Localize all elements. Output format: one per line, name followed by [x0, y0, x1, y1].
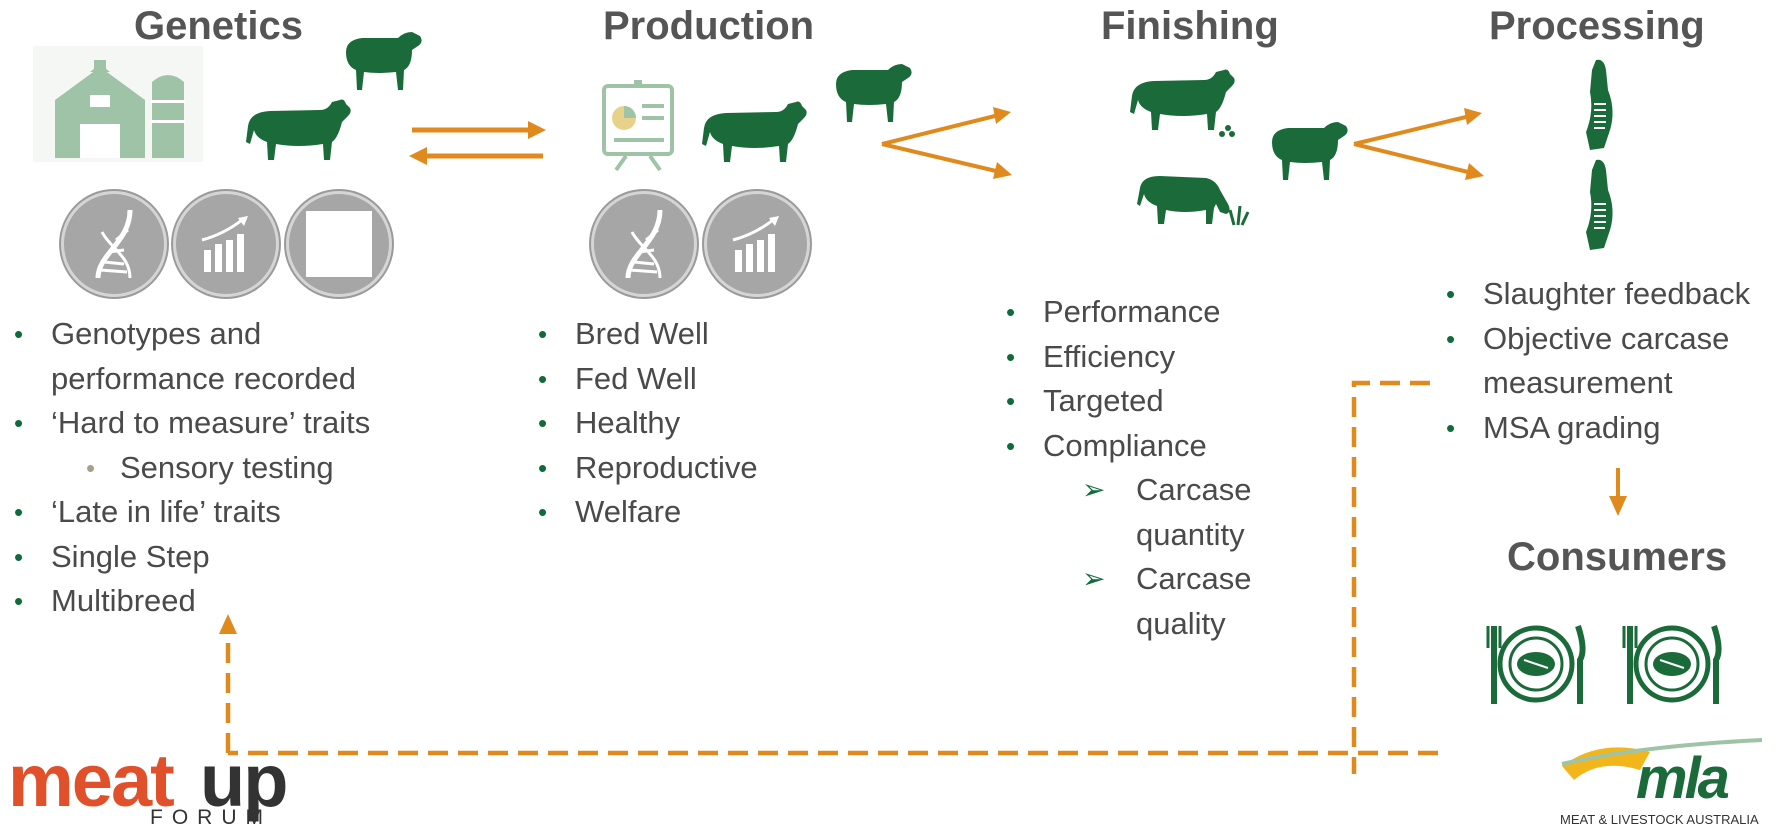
grass-icon	[1228, 205, 1250, 226]
carcase-icon	[1586, 159, 1613, 250]
sheep-icon	[836, 64, 912, 122]
blank-square-icon	[286, 191, 392, 297]
sub-list-item-continuation: quality	[1136, 605, 1226, 641]
cow-icon	[246, 99, 351, 160]
mla-logo-mark	[1561, 738, 1763, 780]
sub-list-item: Sensory testing	[14, 446, 370, 491]
production-list: Bred Well Fed Well Healthy Reproductive …	[538, 312, 758, 535]
list-item: MSA grading	[1446, 406, 1750, 451]
sub-list-item-continuation: quantity	[1136, 516, 1245, 552]
growth-chart-icon	[704, 191, 810, 297]
list-item-continuation: measurement	[1483, 365, 1673, 400]
list-item: Multibreed	[14, 579, 370, 624]
plate-steak-icon	[1622, 625, 1722, 704]
plate-steak-icon	[1486, 625, 1586, 704]
list-item: Healthy	[538, 401, 758, 446]
feedback-arrowhead	[219, 614, 237, 634]
cow-icon	[1130, 69, 1235, 130]
genetics-list: Genotypes and performance recorded ‘Hard…	[14, 312, 370, 624]
meatup-logo-meat: meat	[8, 739, 175, 822]
arrow-bullet-icon: ➢	[1082, 563, 1106, 594]
barn-icon	[33, 46, 203, 162]
list-item: Genotypes and	[14, 312, 370, 357]
list-item: Welfare	[538, 490, 758, 535]
mla-logo-word: mla	[1636, 746, 1730, 811]
carcase-icon	[1586, 59, 1613, 150]
finishing-list: Performance Efficiency Targeted Complian…	[1006, 290, 1251, 646]
list-item: Targeted	[1006, 379, 1251, 424]
list-item: Objective carcase	[1446, 317, 1750, 362]
meatup-logo-forum: FORUM	[150, 806, 272, 829]
list-item: Performance	[1006, 290, 1251, 335]
list-item-continuation: performance recorded	[51, 360, 356, 396]
list-item: Compliance	[1006, 424, 1251, 469]
presentation-board-icon	[602, 80, 674, 172]
list-item: Bred Well	[538, 312, 758, 357]
exchange-arrows	[409, 121, 546, 165]
cow-icon	[702, 101, 807, 162]
production-heading: Production	[603, 4, 815, 48]
sub-list-item: Carcase	[1136, 561, 1252, 596]
dna-icon	[591, 191, 697, 297]
mla-logo-subtitle: MEAT & LIVESTOCK AUSTRALIA	[1560, 812, 1759, 827]
finishing-heading: Finishing	[1101, 4, 1279, 48]
list-item: Slaughter feedback	[1446, 272, 1750, 317]
list-item: ‘Hard to measure’ traits	[14, 401, 370, 446]
sheep-icon	[1272, 122, 1348, 180]
meatup-logo-up: up	[200, 739, 288, 822]
sheep-icon	[346, 32, 422, 90]
list-item: Fed Well	[538, 357, 758, 402]
consumers-heading: Consumers	[1507, 535, 1728, 579]
down-arrow	[1609, 468, 1627, 516]
growth-chart-icon	[173, 191, 279, 297]
feed-icon	[1219, 125, 1235, 137]
feedback-loop	[225, 380, 1438, 774]
dna-icon	[61, 191, 167, 297]
list-item: Reproductive	[538, 446, 758, 491]
processing-heading: Processing	[1489, 4, 1705, 48]
processing-list: Slaughter feedback Objective carcase mea…	[1446, 272, 1750, 450]
cow-icon	[1137, 176, 1230, 224]
sub-list-item: Carcase	[1136, 472, 1252, 507]
split-arrows-processing	[1353, 108, 1484, 180]
list-item: Single Step	[14, 535, 370, 580]
list-item: ‘Late in life’ traits	[14, 490, 370, 535]
split-arrows-finishing	[881, 107, 1012, 179]
arrow-bullet-icon: ➢	[1082, 474, 1106, 505]
list-item: Efficiency	[1006, 335, 1251, 380]
genetics-heading: Genetics	[134, 4, 303, 48]
